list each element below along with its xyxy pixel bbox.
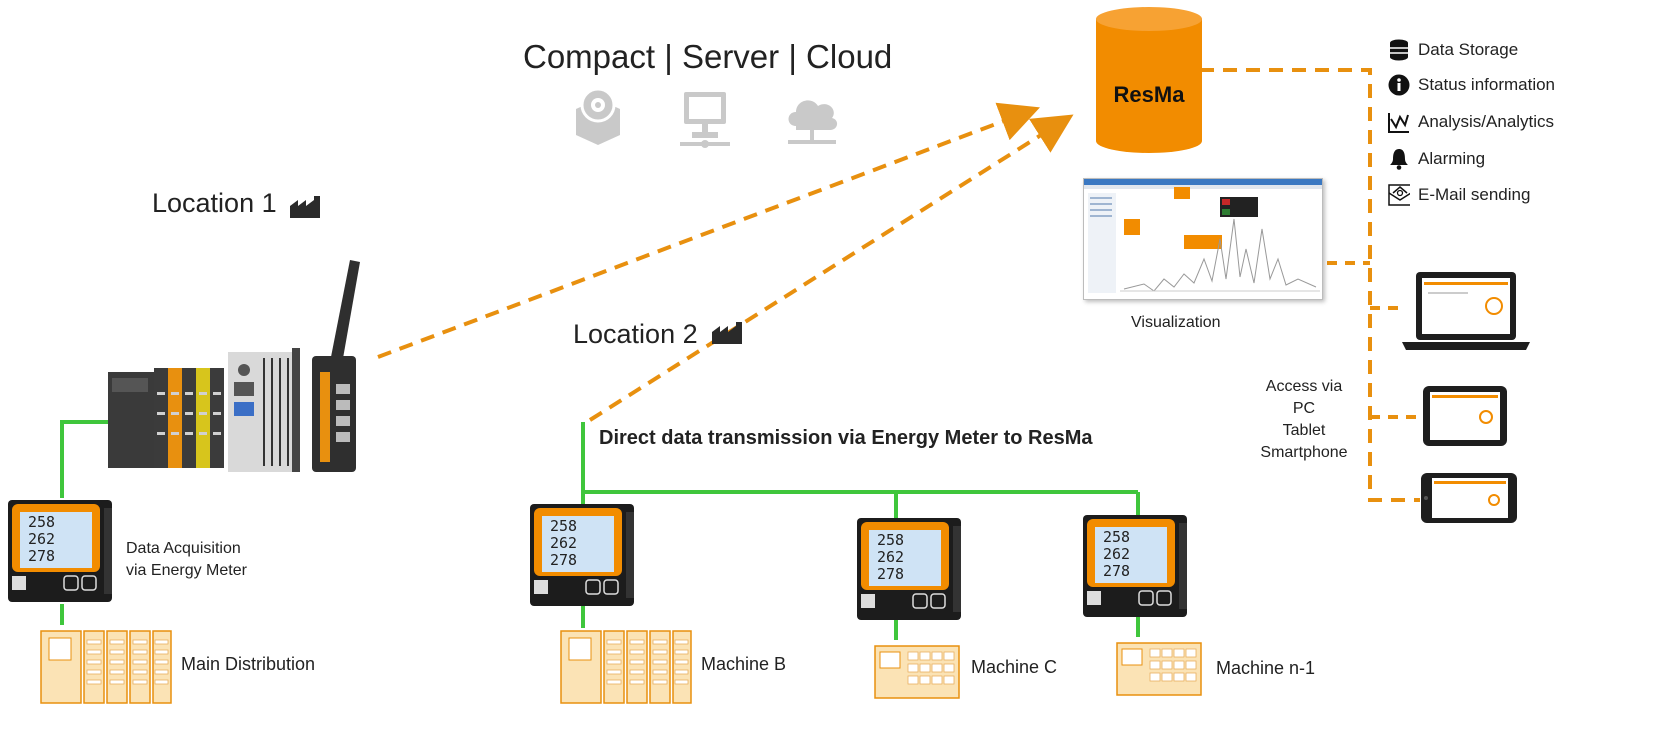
bell-icon (1388, 148, 1410, 170)
machine-c-label: Machine C (971, 657, 1058, 677)
feature-label: Status information (1418, 75, 1556, 94)
feature-data-storage: Data Storage (1388, 38, 1518, 62)
location-2-label: Location 2 (573, 319, 698, 349)
feature-label: Data Storage (1418, 40, 1519, 59)
meter-reading: 278 (877, 565, 905, 583)
access-line: PC (1292, 400, 1316, 417)
access-line: Tablet (1282, 422, 1326, 439)
resma-label: ResMa (1113, 82, 1185, 107)
laptop-icon (1402, 272, 1530, 350)
meter-reading: 262 (1103, 545, 1131, 563)
deployment-title: Compact | Server | Cloud (523, 38, 893, 75)
compact-device-icon (576, 87, 620, 145)
access-via-text: Access via PC Tablet Smartphone (1252, 376, 1356, 464)
meter-reading: 258 (877, 531, 905, 549)
feature-label: Alarming (1418, 149, 1486, 168)
feature-alarming: Alarming (1388, 147, 1485, 171)
meter-reading: 258 (28, 513, 56, 531)
feature-email: E-Mail sending (1388, 183, 1530, 207)
meter-reading: 262 (877, 548, 905, 566)
visualization-label: Visualization (1131, 314, 1221, 331)
meter-reading: 262 (550, 534, 578, 552)
analytics-icon (1388, 111, 1410, 133)
meter-reading: 258 (550, 517, 578, 535)
feature-label: E-Mail sending (1418, 185, 1531, 204)
machine-b-cabinet (560, 630, 692, 704)
wire-controller-meter1 (60, 420, 112, 498)
energy-meter-main: 258 262 278 (8, 500, 112, 602)
location-1-label: Location 1 (152, 188, 277, 218)
meter-reading: 278 (550, 551, 578, 569)
main-distribution-label: Main Distribution (181, 654, 316, 674)
meter-display: 258 262 278 (28, 514, 55, 565)
access-line: Smartphone (1260, 444, 1348, 461)
machine-b-label: Machine B (701, 654, 787, 674)
link-resma-bus (1200, 68, 1420, 502)
meter-reading: 278 (1103, 562, 1131, 580)
meter-display: 258 262 278 (877, 532, 904, 583)
feature-analysis: Analysis/Analytics (1388, 110, 1554, 134)
database-icon (1388, 39, 1410, 61)
meter-display: 258 262 278 (550, 518, 577, 569)
data-acquisition-label: Data Acquisition via Energy Meter (126, 538, 247, 582)
energy-meter-b: 258 262 278 (530, 504, 634, 606)
resma-database (1096, 7, 1202, 153)
factory-icon (712, 322, 742, 344)
meter-reading: 278 (28, 547, 56, 565)
energy-meter-c: 258 262 278 (857, 518, 961, 620)
meter-display: 258 262 278 (1103, 529, 1130, 580)
energy-meter-n1: 258 262 278 (1083, 515, 1187, 617)
direct-transmission-label: Direct data transmission via Energy Mete… (599, 427, 1093, 449)
info-icon (1388, 74, 1410, 96)
email-icon (1388, 184, 1410, 206)
meter-reading: 258 (1103, 528, 1131, 546)
machine-n1-label: Machine n-1 (1216, 658, 1316, 678)
smartphone-icon (1421, 473, 1517, 523)
acquisition-line: Data Acquisition (126, 540, 241, 557)
feature-status-information: Status information (1388, 73, 1555, 97)
acquisition-line: via Energy Meter (126, 562, 247, 579)
tablet-icon (1423, 386, 1507, 446)
feature-label: Analysis/Analytics (1418, 112, 1555, 131)
machine-c-cabinet (874, 645, 960, 699)
server-icon (680, 92, 730, 148)
link-location1-resma (377, 102, 1040, 359)
cloud-icon (788, 100, 838, 144)
meter-reading: 262 (28, 530, 56, 548)
machine-n1-cabinet (1116, 642, 1202, 696)
link-location2-resma (588, 114, 1074, 422)
access-line: Access via (1265, 378, 1343, 395)
main-distribution-cabinet (40, 630, 172, 704)
visualization-screenshot (1083, 178, 1323, 300)
controller-hardware-group (108, 252, 366, 474)
factory-icon (290, 196, 320, 218)
